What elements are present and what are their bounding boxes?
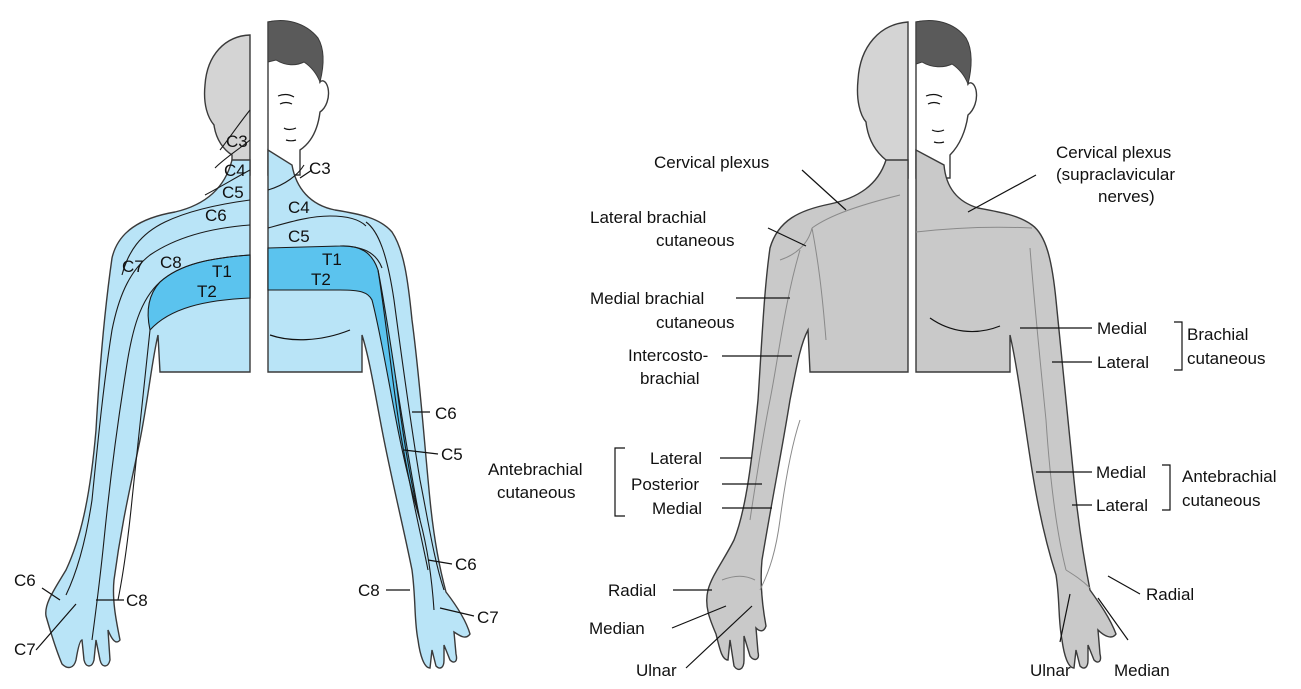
label-antebrachial-back-1: Antebrachial xyxy=(488,460,583,479)
label-cervical-plexus-front-1: Cervical plexus xyxy=(1056,143,1171,162)
label-antebrachial-back-2: cutaneous xyxy=(497,483,575,502)
label-lateral-antebrachial-front: Lateral xyxy=(1096,496,1148,515)
label-antebrachial-group-2: cutaneous xyxy=(1182,491,1260,510)
label-cervical-plexus-front-3: nerves) xyxy=(1098,187,1155,206)
label-t1-back: T1 xyxy=(212,262,232,281)
label-t2-back: T2 xyxy=(197,282,217,301)
label-lateral-back: Lateral xyxy=(650,449,702,468)
label-posterior-back: Posterior xyxy=(631,475,699,494)
label-lateral-brachial-2: cutaneous xyxy=(656,231,734,250)
left-front-head xyxy=(268,21,329,175)
label-c5-back: C5 xyxy=(222,183,244,202)
label-median-front: Median xyxy=(1114,661,1170,680)
label-c8-front-hand: C8 xyxy=(358,581,380,600)
left-back-head xyxy=(205,35,250,175)
label-medial-brachial-front: Medial xyxy=(1097,319,1147,338)
label-c5-arm: C5 xyxy=(441,445,463,464)
label-medial-brachial-1: Medial brachial xyxy=(590,289,704,308)
label-c7-back: C7 xyxy=(122,257,144,276)
label-t1-front: T1 xyxy=(322,250,342,269)
label-c6-back-hand: C6 xyxy=(14,571,36,590)
label-radial-front: Radial xyxy=(1146,585,1194,604)
label-c6-forearm: C6 xyxy=(455,555,477,574)
label-lateral-brachial-1: Lateral brachial xyxy=(590,208,706,227)
label-radial-back: Radial xyxy=(608,581,656,600)
label-c6-arm-upper: C6 xyxy=(435,404,457,423)
label-c7-back-hand: C7 xyxy=(14,640,36,659)
label-t2-front: T2 xyxy=(311,270,331,289)
right-figure-nerves xyxy=(707,21,1116,670)
label-c4-front: C4 xyxy=(288,198,310,217)
label-intercosto-1: Intercosto- xyxy=(628,346,708,365)
label-antebrachial-group-1: Antebrachial xyxy=(1182,467,1277,486)
label-medial-back: Medial xyxy=(652,499,702,518)
label-c6-back: C6 xyxy=(205,206,227,225)
label-intercosto-2: brachial xyxy=(640,369,700,388)
label-median-back: Median xyxy=(589,619,645,638)
label-medial-brachial-2: cutaneous xyxy=(656,313,734,332)
label-c4-back: C4 xyxy=(224,161,246,180)
label-c3-front: C3 xyxy=(309,159,331,178)
label-ulnar-front: Ulnar xyxy=(1030,661,1071,680)
label-c8-back-hand: C8 xyxy=(126,591,148,610)
label-c3-back: C3 xyxy=(226,132,248,151)
left-back-body xyxy=(46,160,250,667)
left-figure-dermatomes xyxy=(46,35,250,667)
label-brachial-group-1: Brachial xyxy=(1187,325,1248,344)
label-medial-antebrachial-front: Medial xyxy=(1096,463,1146,482)
label-cervical-plexus: Cervical plexus xyxy=(654,153,769,172)
label-c7-front-hand: C7 xyxy=(477,608,499,627)
label-brachial-group-2: cutaneous xyxy=(1187,349,1265,368)
label-c8-back: C8 xyxy=(160,253,182,272)
label-c5-front: C5 xyxy=(288,227,310,246)
label-lateral-brachial-front: Lateral xyxy=(1097,353,1149,372)
label-cervical-plexus-front-2: (supraclavicular xyxy=(1056,165,1175,184)
label-ulnar-back: Ulnar xyxy=(636,661,677,680)
